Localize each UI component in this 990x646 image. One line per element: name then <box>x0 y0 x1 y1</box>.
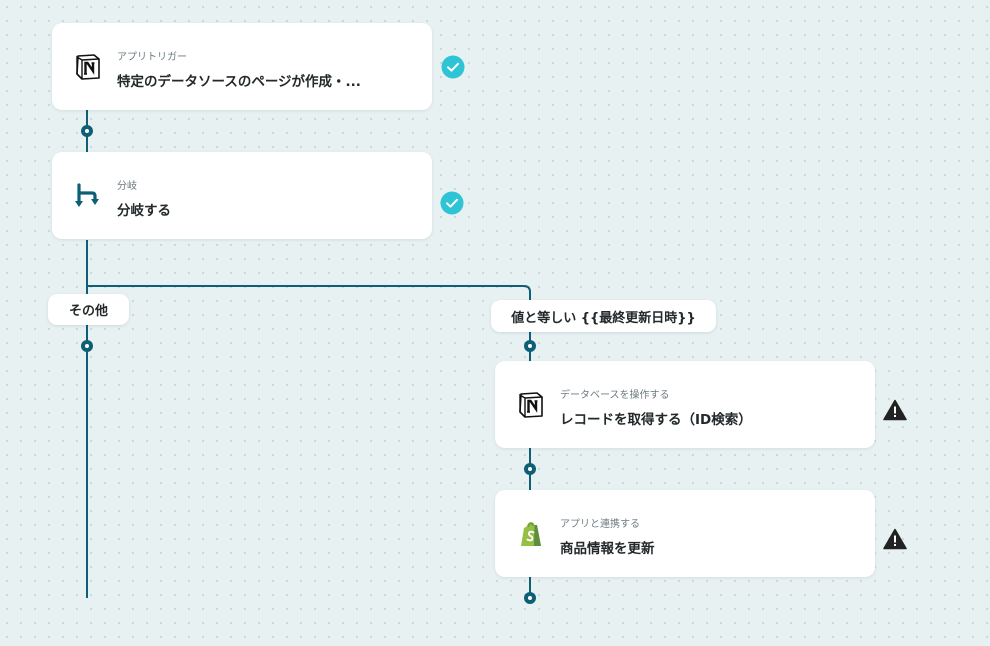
add-step-node[interactable] <box>81 340 93 352</box>
trigger-card[interactable]: アプリトリガー 特定のデータソースのページが作成・... <box>52 23 432 110</box>
step-title: 商品情報を更新 <box>560 541 655 557</box>
add-step-node[interactable] <box>524 463 536 475</box>
notion-icon <box>74 53 102 81</box>
step-title: レコードを取得する（ID検索） <box>560 412 752 428</box>
complete-check-icon <box>441 55 465 79</box>
step-type-label: アプリと連携する <box>560 519 640 530</box>
notion-icon <box>517 391 545 419</box>
shopify-icon <box>517 520 545 548</box>
complete-check-icon <box>440 191 464 215</box>
step-type-label: データベースを操作する <box>560 390 670 401</box>
step-type-label: アプリトリガー <box>117 52 187 63</box>
branch-card[interactable]: 分岐 分岐する <box>52 152 432 239</box>
step-title: 特定のデータソースのページが作成・... <box>117 74 361 90</box>
step-type-label: 分岐 <box>117 181 137 192</box>
add-step-node[interactable] <box>81 125 93 137</box>
branch-icon <box>74 182 102 210</box>
step-title: 分岐する <box>117 203 171 219</box>
warning-icon <box>883 398 907 422</box>
add-step-node[interactable] <box>524 592 536 604</box>
branch-label-other[interactable]: その他 <box>48 294 129 325</box>
branch-label-condition[interactable]: 値と等しい {{最終更新日時}} <box>491 300 716 332</box>
add-step-node[interactable] <box>524 340 536 352</box>
warning-icon <box>883 527 907 551</box>
shopify-step-card[interactable]: アプリと連携する 商品情報を更新 <box>495 490 875 577</box>
database-step-card[interactable]: データベースを操作する レコードを取得する（ID検索） <box>495 361 875 448</box>
